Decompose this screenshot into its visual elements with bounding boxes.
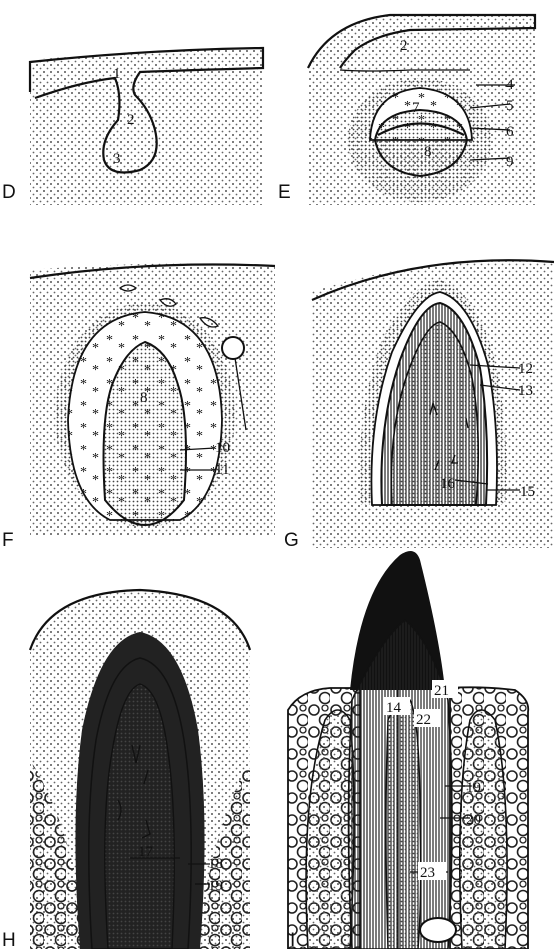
label-8: 8 [424,144,432,160]
label-11: 11 [215,462,229,478]
label-18: 18 [208,856,223,872]
label-5: 5 [506,98,514,114]
label-7: 7 [412,100,420,116]
panel-letter-h: H [2,930,16,949]
panel-f: F 8 10 11 [2,263,275,551]
label-19: 19 [466,780,481,796]
label-9: 9 [506,154,514,170]
panel-i: I 21 14 22 19 20 23 [288,551,528,949]
label-20: 20 [466,812,481,828]
label-22: 22 [416,712,431,728]
label-6: 6 [506,124,514,140]
label-1: 1 [113,66,121,82]
label-2: 2 [127,112,135,128]
label-21: 21 [434,683,449,699]
label-15: 15 [520,484,535,500]
label-8: 8 [140,390,148,406]
label-14: 14 [386,700,402,716]
label-16: 16 [440,476,456,492]
label-3: 3 [113,151,121,167]
panel-letter-d: D [2,182,16,203]
panel-letter-f: F [2,530,14,551]
panel-e: E 2 4 5 7 6 8 9 [278,15,535,205]
label-12: 12 [518,361,533,377]
panel-d: D 1 2 3 [2,48,263,205]
label-19: 19 [208,878,223,894]
label-4: 4 [506,77,514,93]
label-17: 17 [138,844,154,860]
panel-letter-g: G [284,530,299,551]
label-2: 2 [400,38,408,54]
label-23: 23 [420,865,435,881]
label-10: 10 [215,440,230,456]
panel-h: H 17 18 19 [2,590,250,949]
panel-g: G 12 13 16 15 [284,260,554,551]
panel-letter-e: E [278,182,291,203]
label-13: 13 [518,383,533,399]
panel-letter-i: I [290,930,295,949]
